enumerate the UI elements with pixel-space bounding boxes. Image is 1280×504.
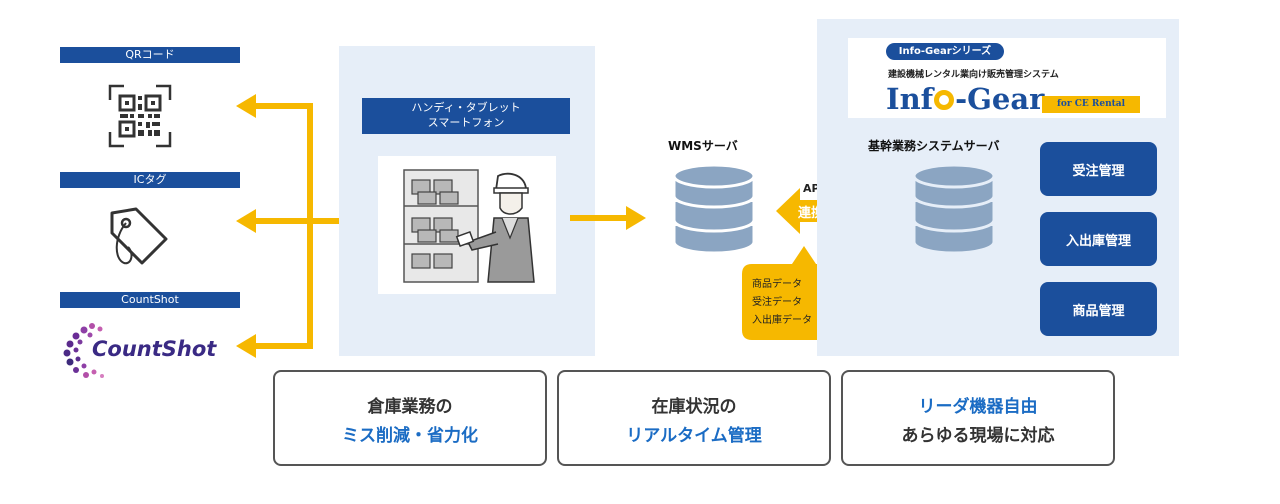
infogear-logo: Inf -Gear [886, 82, 1044, 118]
benefit-3-line1: リーダ機器自由 [918, 397, 1038, 417]
infogear-series-badge: Info-Gearシリーズ [886, 43, 1004, 60]
callout-product-data: 商品データ [752, 279, 802, 290]
benefit-3-line2: あらゆる現場に対応 [901, 426, 1055, 446]
gear-icon [934, 90, 955, 110]
benefit-1-line2: ミス削減・省力化 [342, 426, 478, 446]
wms-server-title: WMSサーバ [668, 139, 738, 153]
infogear-logo-part1: Inf [886, 82, 934, 116]
infogear-rental-tag: for CE Rental [1042, 96, 1140, 113]
device-to-wms-arrow [570, 206, 646, 230]
product-management-button[interactable]: 商品管理 [1040, 282, 1157, 336]
inout-management-button[interactable]: 入出庫管理 [1040, 212, 1157, 266]
benefit-2-line2: リアルタイム管理 [626, 426, 762, 446]
core-database-icon [912, 163, 996, 255]
device-label-line2: スマートフォン [427, 116, 505, 129]
ic-tag-label: ICタグ [60, 172, 240, 188]
device-label: ハンディ・タブレット スマートフォン [362, 98, 570, 134]
warehouse-worker-icon [403, 169, 535, 283]
order-management-button[interactable]: 受注管理 [1040, 142, 1157, 196]
data-callout-text: 商品データ 受注データ 入出庫データ [752, 276, 812, 330]
infogear-subtitle: 建設機械レンタル業向け販売管理システム [888, 70, 1059, 80]
benefit-box-1: 倉庫業務の ミス削減・省力化 [273, 370, 547, 466]
ic-tag-icon [110, 207, 168, 265]
infogear-logo-part2: -Gear [955, 82, 1045, 116]
callout-inout-data: 入出庫データ [752, 315, 812, 326]
qr-code-icon [108, 84, 172, 148]
countshot-dots-icon [63, 323, 104, 378]
countshot-logo-text: CountShot [92, 337, 217, 361]
benefit-2-line1: 在庫状況の [651, 397, 737, 417]
benefit-1-line1: 倉庫業務の [367, 397, 453, 417]
qr-code-label: QRコード [60, 47, 240, 63]
benefit-box-2: 在庫状況の リアルタイム管理 [557, 370, 831, 466]
wms-database-icon [672, 163, 756, 255]
callout-order-data: 受注データ [752, 297, 802, 308]
countshot-label: CountShot [60, 292, 240, 308]
core-server-title: 基幹業務システムサーバ [868, 139, 1000, 153]
countshot-logo: CountShot [62, 320, 232, 380]
benefit-box-3: リーダ機器自由 あらゆる現場に対応 [841, 370, 1115, 466]
device-label-line1: ハンディ・タブレット [411, 101, 521, 114]
